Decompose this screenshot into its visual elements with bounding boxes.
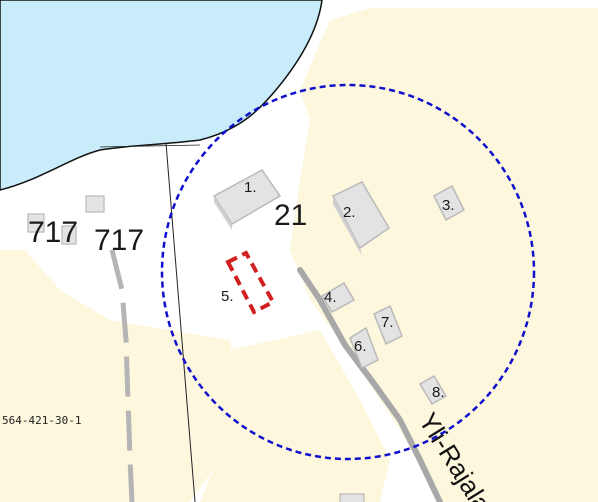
building-4[interactable]: 4. — [320, 281, 356, 313]
parcel-number-left-a: 717 — [28, 216, 78, 249]
site-marker-5-label: 5. — [221, 288, 234, 305]
building-3[interactable]: 3. — [433, 184, 465, 222]
small-building-south — [339, 493, 365, 502]
small-building-west-3 — [61, 225, 77, 245]
site-marker-5[interactable]: 5. — [221, 250, 276, 315]
field-area-west — [0, 250, 240, 502]
field-area-south — [200, 330, 390, 502]
parcel-number-main: 21 — [274, 199, 307, 232]
building-7[interactable]: 7. — [373, 304, 403, 346]
small-building-west-2 — [27, 213, 45, 233]
road-west — [109, 249, 135, 502]
building-8-label: 8. — [432, 384, 445, 401]
building-3-label: 3. — [442, 197, 455, 214]
radius-circle — [160, 83, 536, 461]
building-6-label: 6. — [354, 338, 367, 355]
building-2[interactable]: 2. — [331, 181, 390, 256]
building-1[interactable]: 1. — [212, 169, 282, 230]
property-id-label: 564-421-30-1 — [2, 414, 81, 427]
building-4-label: 4. — [324, 289, 337, 306]
building-6[interactable]: 6. — [349, 326, 379, 370]
parcel-number-left-b: 717 — [94, 224, 144, 257]
building-8[interactable]: 8. — [418, 374, 448, 406]
building-7-label: 7. — [381, 314, 394, 331]
water-area — [0, 0, 323, 191]
boundary-line-vertical — [165, 142, 196, 502]
boundary-line-shore — [99, 144, 201, 148]
building-1-label: 1. — [244, 179, 257, 196]
road-yli-rajala — [297, 267, 443, 502]
small-building-west-1 — [85, 195, 105, 213]
building-2-label: 2. — [343, 204, 356, 221]
